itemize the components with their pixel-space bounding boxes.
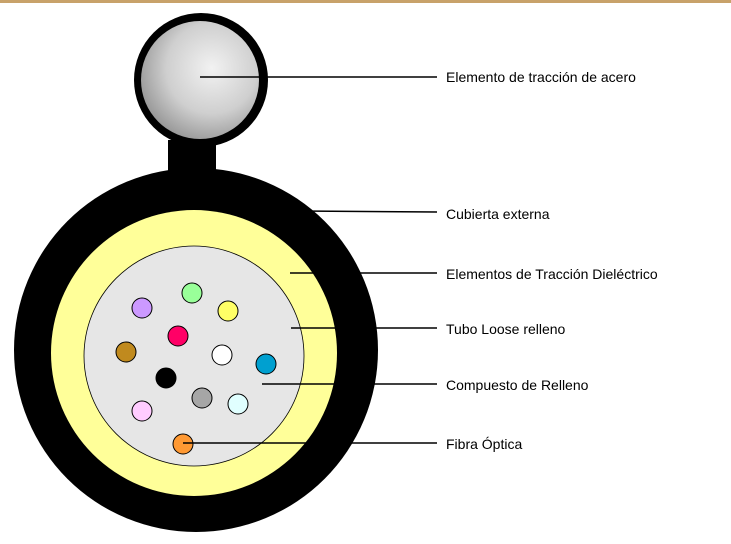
label-filling-compound: Compuesto de Relleno (446, 377, 589, 393)
fiber-red (167, 325, 189, 347)
leader-lines (183, 76, 438, 444)
fiber-black (155, 367, 177, 389)
fiber-group (115, 282, 277, 455)
fiber-purple (131, 297, 153, 319)
fiber-green (181, 282, 203, 304)
steel-strength-member (141, 21, 259, 139)
leader-line-jacket (297, 210, 438, 213)
label-outer-jacket: Cubierta externa (446, 206, 550, 222)
fiber-light-cyan (227, 393, 249, 415)
fiber-blue (255, 353, 277, 375)
label-loose-tube: Tubo Loose relleno (446, 321, 566, 337)
fiber-orange (172, 433, 194, 455)
fiber-yellow (217, 300, 239, 322)
label-dielectric-strength-members: Elementos de Tracción Dieléctrico (446, 266, 658, 282)
fiber-brown (115, 341, 137, 363)
fiber-pink (131, 400, 153, 422)
frame-border (0, 0, 731, 3)
fiber-gray (191, 387, 213, 409)
fiber-white (211, 344, 233, 366)
label-steel-strength-member: Elemento de tracción de acero (446, 69, 636, 85)
label-optical-fiber: Fibra Óptica (446, 436, 522, 452)
